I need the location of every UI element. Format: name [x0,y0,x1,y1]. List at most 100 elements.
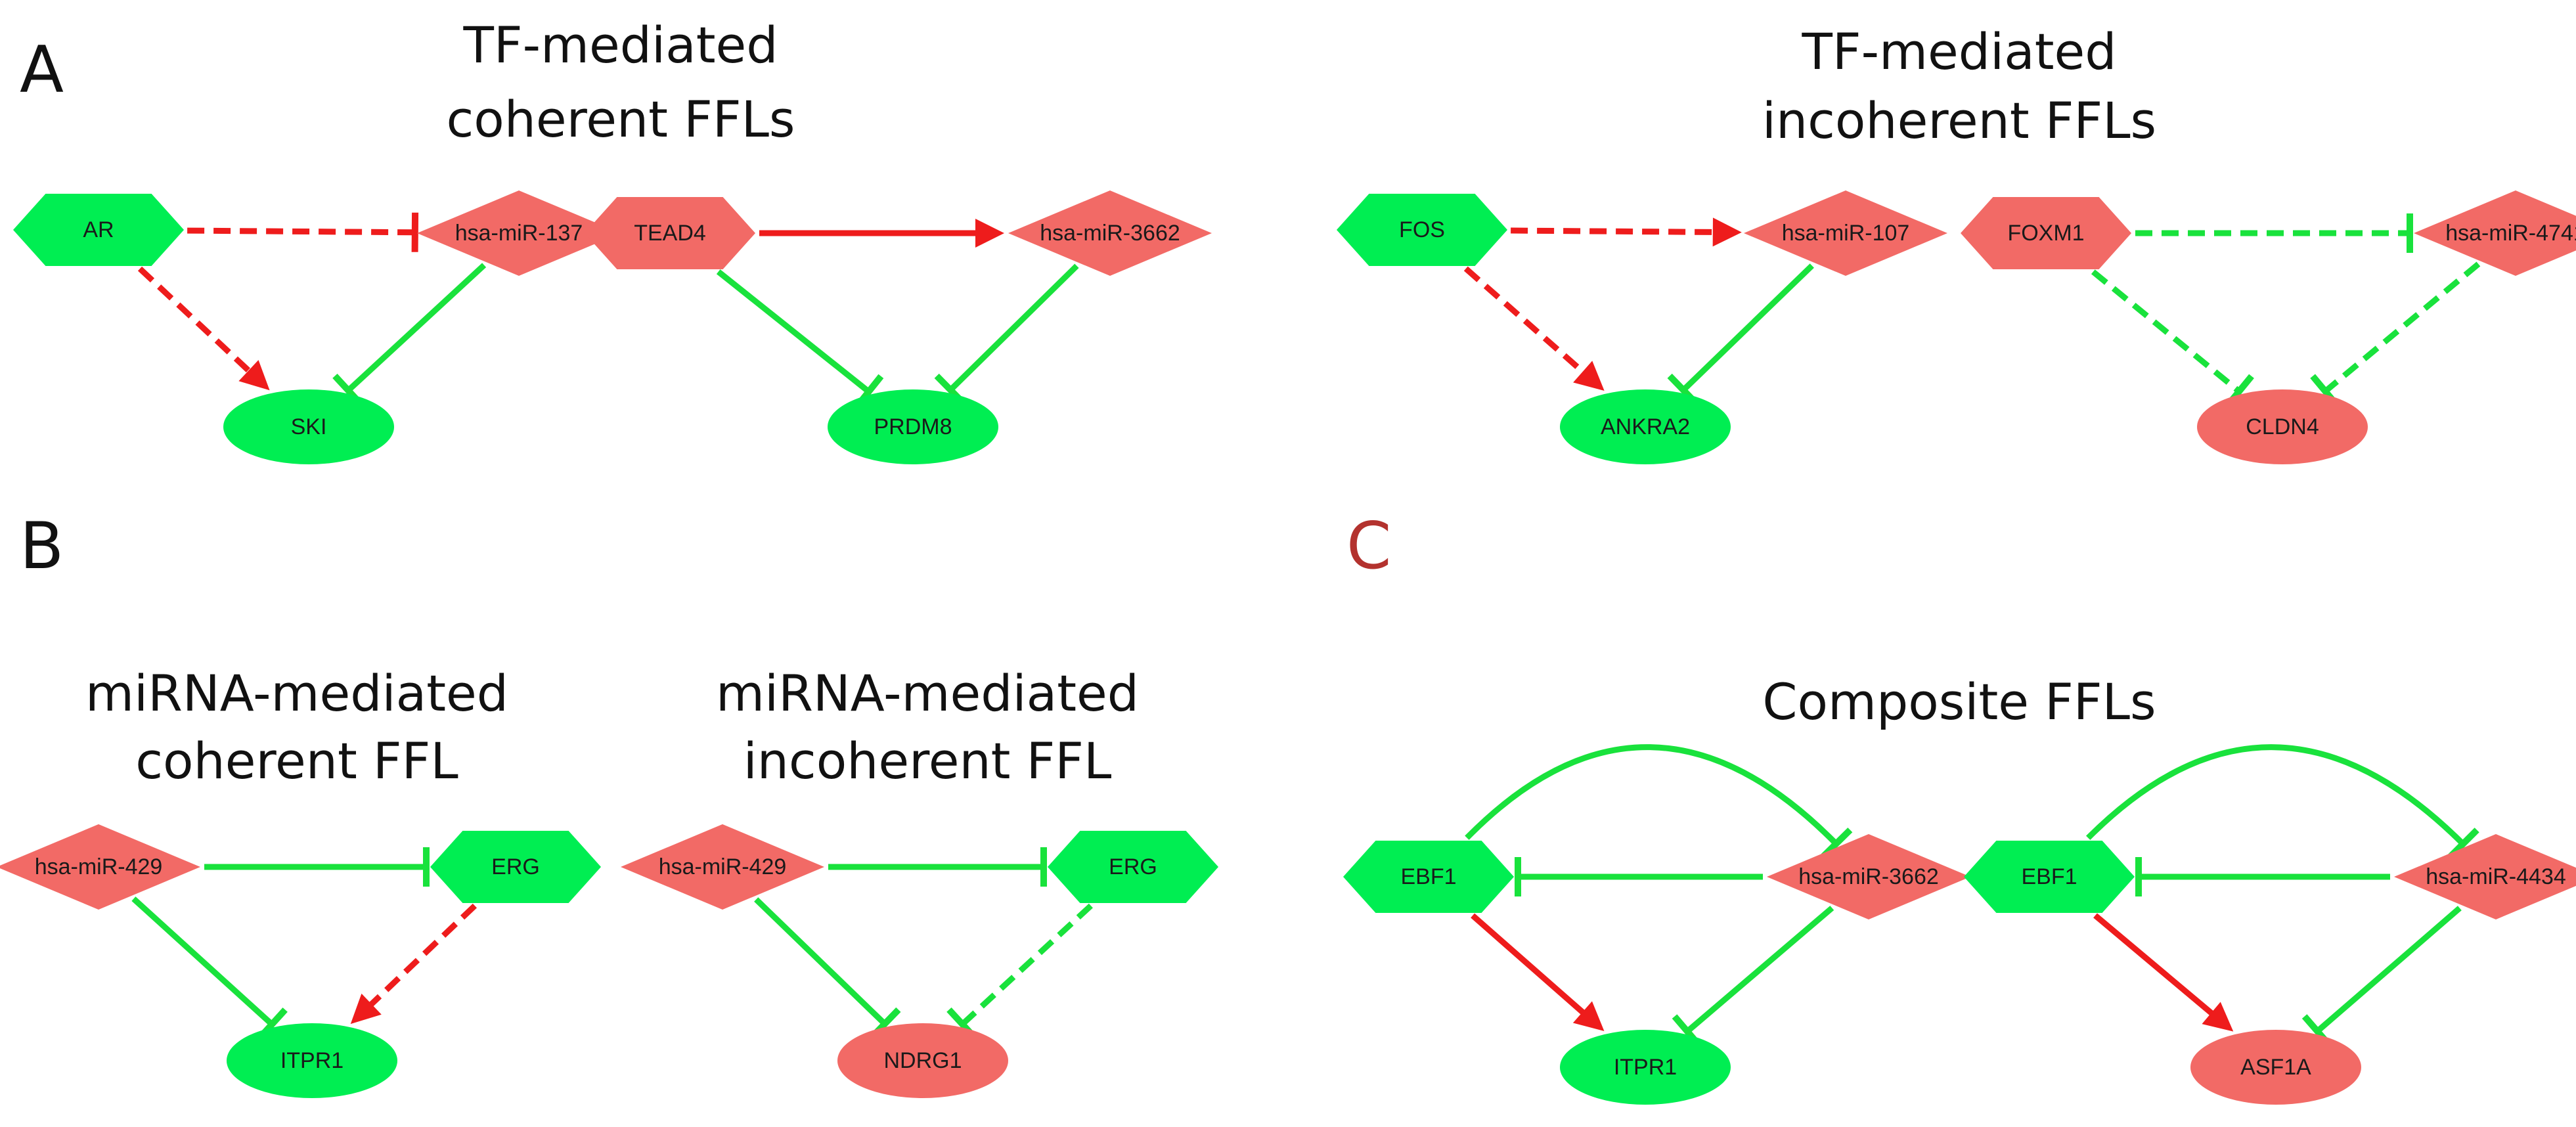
edge-line [716,269,871,394]
node-c1_tf: EBF1 [1343,841,1514,913]
node-b1_tf: ERG [430,831,601,903]
edge-c1_mir-to-c1_gene [1672,906,1834,1049]
ellipse-shape [1560,1030,1731,1105]
node-a1_tf: AR [13,194,184,266]
node-label: AR [83,217,114,242]
hexagon-shape [1964,841,2135,913]
hexagon-shape [430,831,601,903]
edge-c1_tf-to-c1_gene [1471,913,1605,1032]
title-b-incoherent-line2: incoherent FFL [744,732,1112,790]
diamond-shape [1008,190,1212,276]
edge-line [137,266,255,378]
node-b2_mir: hsa-miR-429 [621,824,824,910]
ellipse-shape [837,1023,1008,1098]
edge-b2_tf-to-b2_gene [946,903,1093,1041]
edge-line [1685,906,1834,1034]
edge-a3_tf-to-a3_mir [1511,217,1742,247]
node-label: EBF1 [1400,864,1456,889]
node-label: ANKRA2 [1601,414,1690,439]
arrowhead [1572,1001,1605,1032]
panel-label-a: A [20,33,64,108]
ellipse-shape [227,1023,397,1098]
edge-line [365,903,477,1011]
edge-line [1465,744,1838,846]
edge-line [754,897,887,1027]
edge-a1_tf-to-a1_gene [137,266,270,391]
edge-line [131,896,275,1027]
edge-c2_tf-to-c2_mir-curved [2086,744,2479,860]
node-label: hsa-miR-429 [35,854,163,879]
arrowhead [350,993,382,1025]
edge-b2_mir-to-b2_tf [828,847,1047,887]
edge-line [2093,913,2219,1020]
node-a1_gene: SKI [223,389,394,464]
diamond-shape [417,190,621,276]
edge-line [948,263,1079,392]
ellipse-shape [1560,389,1731,464]
diamond-shape [0,824,200,910]
node-a2_mir: hsa-miR-3662 [1008,190,1212,276]
edge-line [1511,227,1720,235]
node-b2_gene: NDRG1 [837,1023,1008,1098]
ellipse-shape [2190,1030,2361,1105]
node-c2_gene: ASF1A [2190,1030,2361,1105]
edge-a2_mir-to-a2_gene [934,263,1079,407]
node-a1_mir: hsa-miR-137 [417,190,621,276]
node-c1_mir: hsa-miR-3662 [1767,834,1970,919]
title-b-coherent-line2: coherent FFL [135,732,458,790]
edge-line [960,903,1093,1027]
edge-c1_tf-to-c1_mir-curved [1465,744,1853,860]
edge-line [187,227,415,236]
edge-a4_tf-to-a4_mir [2135,213,2413,253]
node-label: ITPR1 [280,1048,344,1073]
node-label: NDRG1 [883,1048,962,1073]
node-label: hsa-miR-107 [1782,221,1910,246]
panel-label-b: B [20,509,64,584]
edge-line [2315,906,2462,1034]
hexagon-shape [1343,841,1514,913]
edges-layer [131,212,2481,1049]
edge-c2_tf-to-c2_gene [2093,913,2234,1032]
node-a2_tf: TEAD4 [585,197,755,269]
edge-b1_mir-to-b1_tf [204,847,430,887]
node-c2_tf: EBF1 [1964,841,2135,913]
edge-a4_mir-to-a4_gene [2310,261,2481,409]
hexagon-shape [585,197,755,269]
node-a3_gene: ANKRA2 [1560,389,1731,464]
title-a-incoherent-line2: incoherent FFLs [1762,91,2156,150]
node-label: hsa-miR-3662 [1798,864,1939,889]
node-label: FOXM1 [2007,221,2084,246]
node-label: TEAD4 [634,221,706,246]
ellipse-shape [223,389,394,464]
edge-a1_tf-to-a1_mir [187,212,419,252]
edge-line [346,263,487,393]
node-c2_mir: hsa-miR-4434 [2394,834,2576,919]
ellipse-shape [828,389,998,464]
edge-b2_mir-to-b2_gene [754,897,901,1040]
title-a-incoherent-line1: TF-mediated [1801,22,2116,81]
edge-a1_mir-to-a1_gene [332,263,487,407]
node-label: FOS [1399,217,1445,242]
title-b-incoherent-line1: miRNA-mediated [716,664,1139,722]
edge-line [2091,269,2241,394]
edge-line [2323,261,2481,394]
title-a-coherent-line1: TF-mediated [462,16,778,74]
edge-line [1681,263,1814,393]
node-label: ERG [1109,854,1157,879]
hexagon-shape [1961,197,2131,269]
edge-line [1471,913,1589,1019]
node-c1_gene: ITPR1 [1560,1030,1731,1105]
node-label: hsa-miR-137 [455,221,583,246]
node-label: CLDN4 [2246,414,2319,439]
diamond-shape [2414,190,2576,276]
edge-c2_mir-to-c2_tf [2135,857,2390,896]
diamond-shape [1767,834,1970,919]
title-a-coherent-line2: coherent FFLs [446,90,795,148]
title-c-composite: Composite FFLs [1762,673,2156,731]
edge-a3_tf-to-a3_gene [1463,266,1605,391]
node-label: PRDM8 [874,414,952,439]
arrowhead [975,219,1004,248]
edge-a2_tf-to-a2_mir [759,219,1004,248]
